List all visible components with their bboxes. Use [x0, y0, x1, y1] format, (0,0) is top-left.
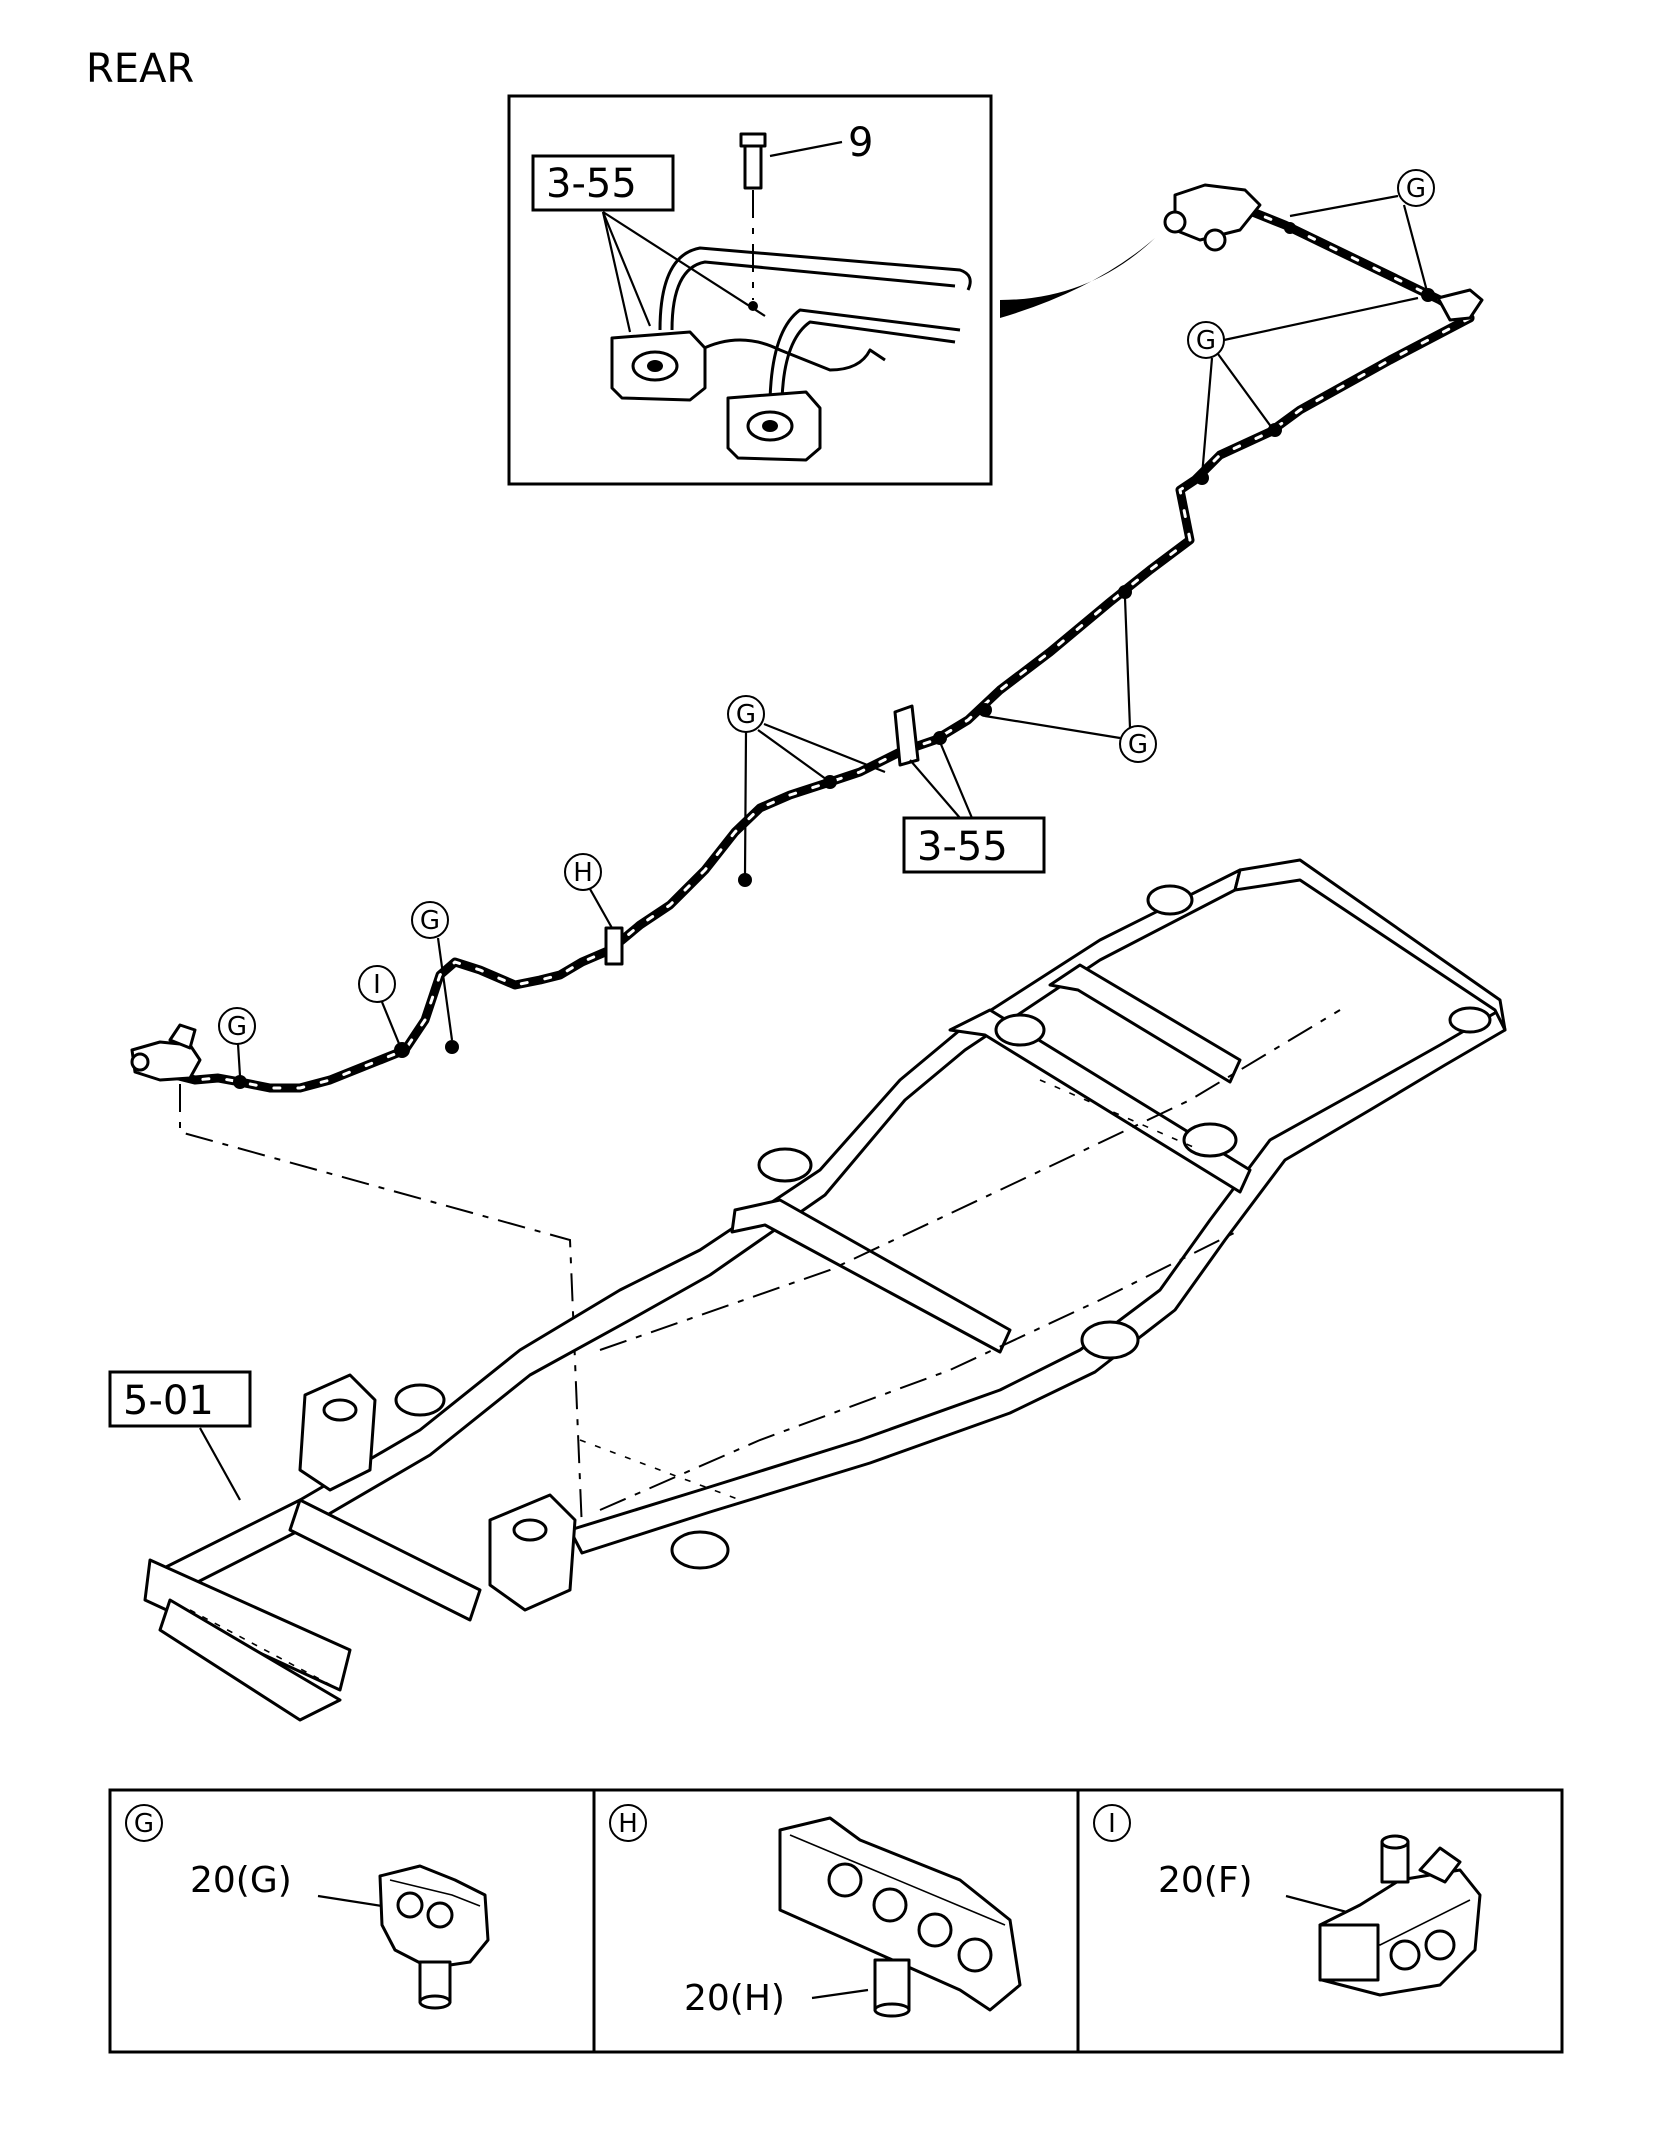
inset-clamp-right [726, 390, 822, 462]
chassis-frame [143, 858, 1507, 1722]
inset-part-ref: 3-55 [546, 161, 637, 207]
callout-i [358, 965, 396, 1003]
detail-panels: G 20(G) H 20(H) [108, 1788, 1564, 2054]
front-fitting [130, 1023, 202, 1082]
detail-panel-i: I 20(F) [1093, 1804, 1482, 1997]
frame-part-ref-box [108, 1370, 252, 1428]
bolt-number: 9 [848, 120, 873, 166]
detail-panel-h: H 20(H) [609, 1804, 1022, 2019]
inset-detail-box: 3-55 9 [507, 94, 993, 486]
callout-g-5 [411, 901, 449, 939]
clip-callouts: G G G G 3-55 H G I G [218, 169, 1435, 1077]
rear-junction-bracket [1163, 183, 1484, 322]
frame-part-ref: 5-01 [123, 1378, 214, 1424]
panel-h-part-label: 20(H) [684, 1978, 785, 2019]
svg-text:G: G [227, 1012, 247, 1042]
callout-g-3 [1119, 725, 1157, 763]
svg-text:G: G [736, 700, 756, 730]
detail-panel-g: G 20(G) [125, 1804, 490, 2010]
callout-h [564, 853, 602, 891]
brake-line-assembly [130, 183, 1484, 1093]
panel-g-part-label: 20(G) [190, 1860, 292, 1901]
svg-text:G: G [1196, 326, 1216, 356]
clip-h-icon [778, 1816, 1022, 2018]
clip-i-icon [1318, 1834, 1482, 1997]
line-part-ref: 3-55 [917, 824, 1008, 870]
inset-part-ref-box [531, 154, 675, 212]
svg-text:I: I [373, 970, 381, 1000]
callout-g-1 [1397, 169, 1435, 207]
inset-clamp-left [610, 330, 707, 402]
bolt-9 [739, 132, 767, 311]
line-part-ref-box [902, 816, 1046, 874]
svg-text:G: G [1406, 174, 1426, 204]
svg-text:G: G [134, 1809, 154, 1839]
svg-text:I: I [1108, 1809, 1116, 1839]
direction-label: REAR [86, 46, 194, 92]
svg-text:G: G [420, 906, 440, 936]
panel-i-part-label: 20(F) [1158, 1860, 1253, 1901]
svg-text:H: H [573, 858, 593, 888]
svg-text:H: H [618, 1809, 638, 1839]
callout-g-6 [218, 1007, 256, 1045]
clip-g-icon [378, 1864, 490, 2010]
svg-text:G: G [1128, 730, 1148, 760]
